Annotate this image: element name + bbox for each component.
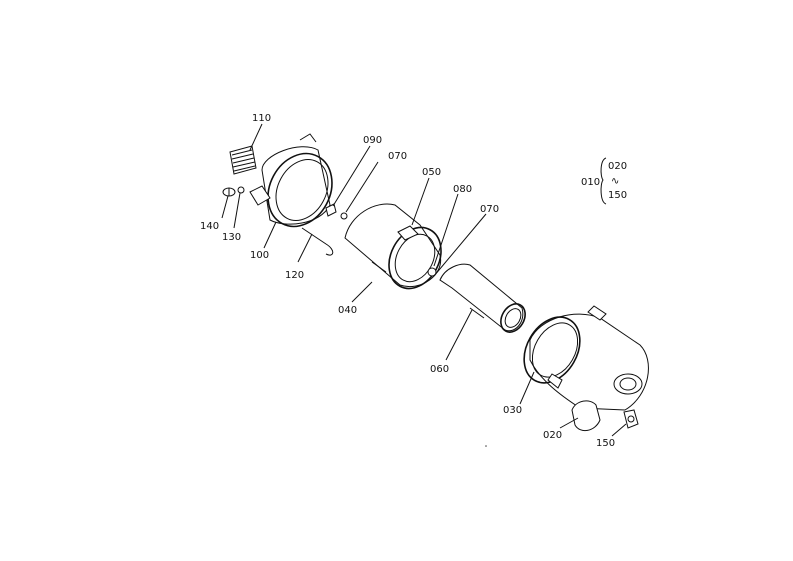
label-060: 060 [430,364,449,375]
part-040-primary-element [344,203,442,290]
part-140-wing-bolt [222,187,236,197]
legend-brace [600,157,607,205]
label-100: 100 [250,250,269,261]
part-060-secondary-element [439,263,526,333]
part-090-clip [325,203,337,217]
part-030-housing [523,305,649,411]
part-150-valve [623,409,639,429]
legend-tilde: ∿ [611,176,619,187]
part-020-outlet-pipe [571,400,601,432]
part-120-hook [301,227,334,256]
part-070-upper-oring [340,212,348,220]
label-070-upper: 070 [388,151,407,162]
label-030: 030 [503,405,522,416]
label-090: 090 [363,135,382,146]
label-050: 050 [422,167,441,178]
label-140: 140 [200,221,219,232]
part-labels: 110 090 070 050 080 070 140 130 100 120 … [200,113,627,449]
legend-bottom-label: 150 [608,190,627,201]
part-080-ring [427,267,437,277]
legend-main-label: 010 [581,177,600,188]
part-130-washer [237,186,245,194]
label-110: 110 [252,113,271,124]
part-100-front-cover [229,133,333,228]
label-020: 020 [543,430,562,441]
label-130: 130 [222,232,241,243]
hatched-label-patch [229,145,257,175]
label-070-lower: 070 [480,204,499,215]
label-120: 120 [285,270,304,281]
legend-top-label: 020 [608,161,627,172]
label-150: 150 [596,438,615,449]
label-040: 040 [338,305,357,316]
label-080: 080 [453,184,472,195]
stray-dot [485,445,487,447]
leader-lines [221,123,627,437]
